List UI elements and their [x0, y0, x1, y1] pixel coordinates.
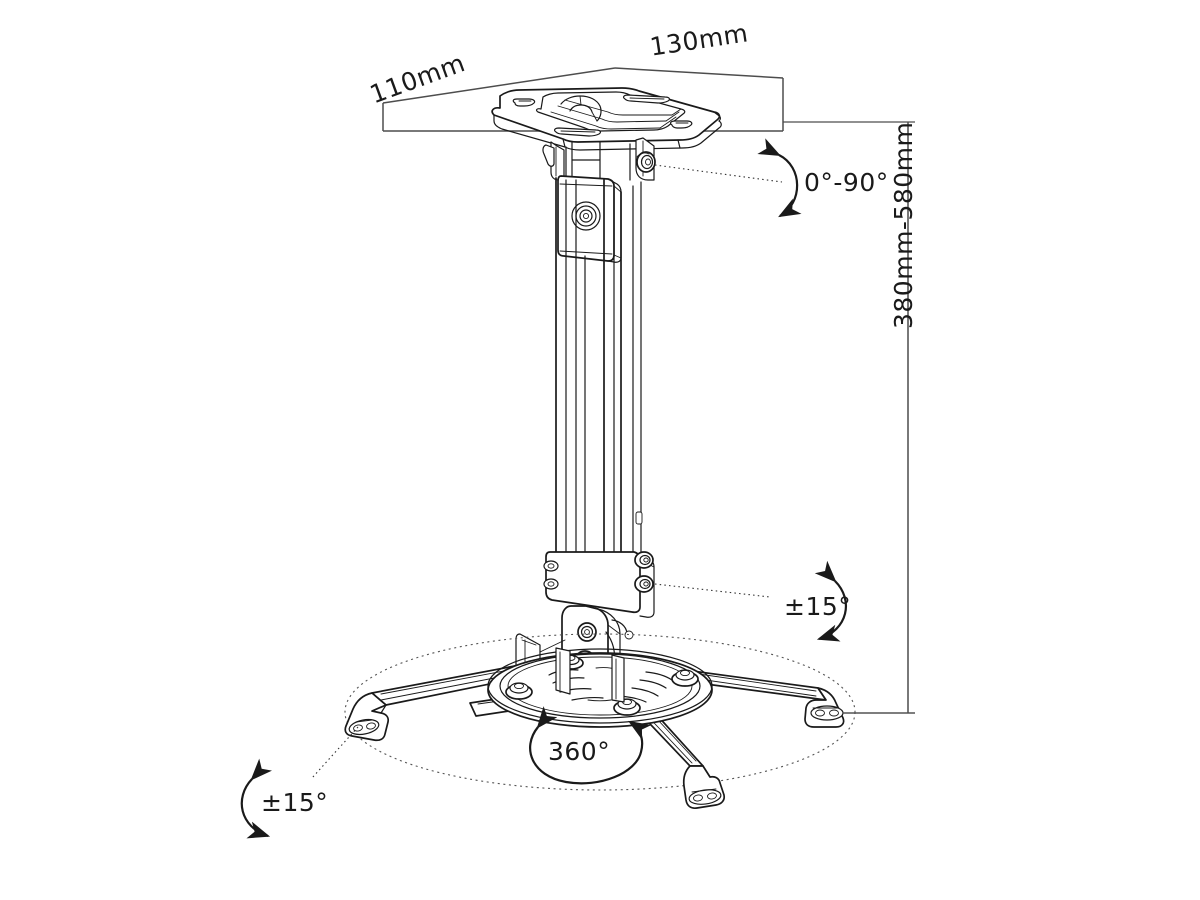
angle-label-rotation: 360°: [548, 737, 611, 766]
clamp-bolts-left: [543, 560, 559, 590]
angle-label-swivel-left: ±15°: [261, 788, 329, 817]
tilt-pivot-bolt: [636, 151, 656, 173]
spider-mount: [344, 647, 915, 810]
arc-rotation-360: [529, 706, 652, 785]
angle-label-tilt-top: 0°-90°: [804, 168, 889, 197]
spider-arm-rear-right: [669, 667, 845, 728]
ceiling-plate: [491, 87, 722, 151]
upper-collar: [557, 175, 622, 263]
angle-label-swivel-right: ±15°: [784, 592, 852, 621]
tilt-bolts-right: [634, 551, 654, 593]
leader-tilt-right: [654, 583, 771, 598]
top-plate-dimension-frame: [382, 67, 784, 132]
upper-pivot-yoke: [542, 137, 656, 181]
arc-tilt-right: [814, 560, 848, 642]
leader-tilt-top: [654, 164, 783, 183]
arc-tilt-left: [240, 758, 272, 839]
collar-knob: [571, 201, 601, 231]
leader-tilt-left: [311, 726, 359, 779]
dimension-label-height: 380mm-580mm: [889, 121, 918, 329]
arc-tilt-top: [757, 138, 802, 218]
rotation-envelope: [344, 633, 856, 791]
plate-slot-holes: [512, 94, 693, 137]
yoke-bolt-upper: [577, 622, 597, 642]
